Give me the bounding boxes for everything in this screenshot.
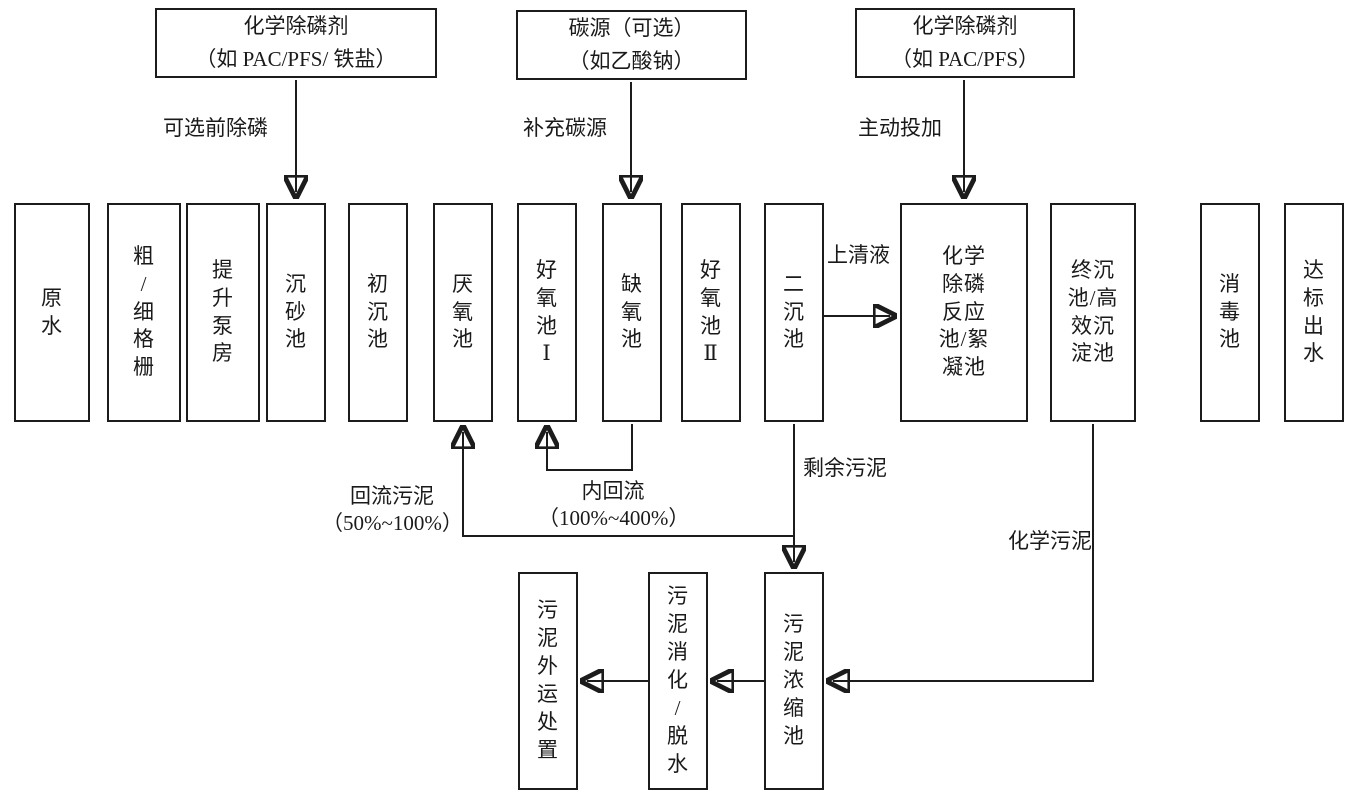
sludge-box-digestion-dewatering: 污 泥 消 化 / 脱 水 — [648, 572, 708, 790]
process-box-anoxic: 缺 氧 池 — [602, 203, 662, 422]
process-box-primary-clarifier: 初 沉 池 — [348, 203, 408, 422]
dosing-box-carbon-source: 碳源（可选） （如乙酸钠） — [516, 10, 747, 80]
label-supernatant: 上清液 — [827, 243, 890, 267]
dosing-box-post-p-removal: 化学除磷剂 （如 PAC/PFS） — [855, 8, 1075, 78]
process-box-secondary-clarifier: 二 沉 池 — [764, 203, 824, 422]
process-box-grit-chamber: 沉 砂 池 — [266, 203, 326, 422]
arrow-internal-recycle — [547, 424, 633, 471]
process-box-pump-station: 提 升 泵 房 — [186, 203, 260, 422]
label-optional-pre-p-removal: 可选前除磷 — [163, 116, 268, 140]
process-box-effluent: 达 标 出 水 — [1284, 203, 1344, 422]
process-box-final-clarifier: 终沉 池/高 效沉 淀池 — [1050, 203, 1136, 422]
process-box-screens: 粗 / 细 格 栅 — [107, 203, 181, 422]
label-active-dosing: 主动投加 — [858, 116, 942, 140]
process-box-chemical-p-removal: 化学 除磷 反应 池/絮 凝池 — [900, 203, 1028, 422]
process-box-aerobic-1: 好 氧 池 Ⅰ — [517, 203, 577, 422]
label-chemical-sludge: 化学污泥 — [1008, 529, 1092, 553]
process-box-disinfection: 消 毒 池 — [1200, 203, 1260, 422]
label-return-sludge: 回流污泥 （50%~100%） — [322, 484, 463, 536]
label-excess-sludge: 剩余污泥 — [803, 456, 887, 480]
sludge-box-thickener: 污 泥 浓 缩 池 — [764, 572, 824, 790]
process-box-raw-water: 原 水 — [14, 203, 90, 422]
label-supplement-carbon: 补充碳源 — [523, 116, 607, 140]
dosing-box-pre-p-removal: 化学除磷剂 （如 PAC/PFS/ 铁盐） — [155, 8, 437, 78]
process-box-aerobic-2: 好 氧 池 Ⅱ — [681, 203, 741, 422]
label-internal-recycle: 内回流 （100%~400%） — [538, 479, 690, 531]
sludge-box-disposal: 污 泥 外 运 处 置 — [518, 572, 578, 790]
process-box-anaerobic: 厌 氧 池 — [433, 203, 493, 422]
